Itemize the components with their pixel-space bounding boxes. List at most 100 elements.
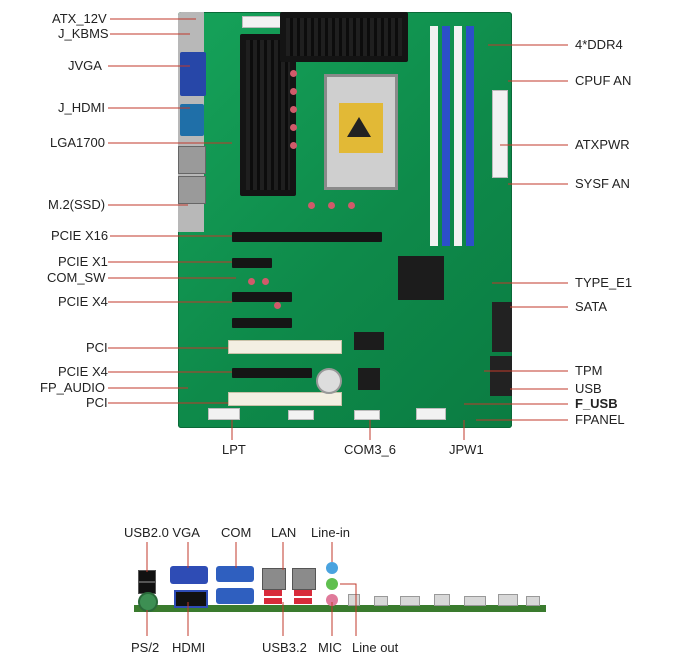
lpt-header — [208, 408, 240, 420]
board-component — [498, 594, 518, 606]
label-com: COM — [221, 525, 252, 540]
label-pcie-x1: PCIE X1 — [58, 254, 108, 269]
rear-com-port — [216, 566, 254, 582]
pcie-x4-slot-1 — [232, 292, 292, 302]
usb-header — [416, 408, 446, 420]
label-pcie-x4-top: PCIE X4 — [58, 294, 108, 309]
capacitor — [308, 202, 315, 209]
rear-com-port-2 — [216, 588, 254, 604]
vrm-heatsink-top — [280, 12, 408, 62]
warning-icon — [347, 117, 371, 137]
label-f-usb: F_USB — [575, 396, 618, 411]
label-tpm: TPM — [575, 363, 603, 378]
label-ddr4: 4*DDR4 — [575, 37, 623, 52]
label-com-sw: COM_SW — [47, 270, 106, 285]
dimm-slot-4 — [466, 26, 474, 246]
label-ps2: PS/2 — [131, 640, 160, 655]
capacitor — [274, 302, 281, 309]
board-component — [464, 596, 486, 606]
label-jpw1: JPW1 — [449, 442, 484, 457]
label-sata: SATA — [575, 299, 608, 314]
rear-usb32-port-4 — [294, 598, 312, 604]
label-usb32: USB3.2 — [262, 640, 307, 655]
capacitor — [262, 278, 269, 285]
board-component — [526, 596, 540, 606]
capacitor — [290, 106, 297, 113]
capacitor — [248, 278, 255, 285]
label-mic: MIC — [318, 640, 342, 655]
mic-jack — [326, 594, 338, 606]
dimm-slot-3 — [454, 26, 462, 246]
rear-lan-port-2 — [292, 568, 316, 590]
ic-chip — [354, 332, 384, 350]
pcie-x1-slot — [232, 258, 272, 268]
pcie-x16-slot — [232, 232, 382, 242]
label-sysf-an: SYSF AN — [575, 176, 630, 191]
cmos-battery — [316, 368, 342, 394]
board-component — [374, 596, 388, 606]
line-in-jack — [326, 562, 338, 574]
label-hdmi: HDMI — [172, 640, 206, 655]
capacitor — [290, 142, 297, 149]
pci-slot-1 — [228, 340, 342, 354]
label-atxpwr: ATXPWR — [575, 137, 630, 152]
rear-pcb-edge — [134, 605, 546, 612]
label-pcie-x16: PCIE X16 — [51, 228, 109, 243]
rear-usb32-port — [264, 590, 282, 596]
label-lga1700: LGA1700 — [50, 135, 105, 150]
capacitor — [348, 202, 355, 209]
label-pcie-x4-bottom: PCIE X4 — [58, 364, 108, 379]
label-usb: USB — [575, 381, 602, 396]
capacitor — [328, 202, 335, 209]
label-fp-audio: FP_AUDIO — [40, 380, 106, 395]
label-j-kbms: J_KBMS — [58, 26, 109, 41]
ps2-port — [138, 592, 158, 612]
dimm-slot-2 — [442, 26, 450, 246]
pcie-x4-slot-3 — [232, 368, 312, 378]
label-type-e1: TYPE_E1 — [575, 275, 633, 290]
label-atx-12v: ATX_12V — [52, 11, 107, 26]
label-line-in: Line-in — [311, 525, 351, 540]
rear-vga-port — [170, 566, 208, 584]
label-lan: LAN — [271, 525, 297, 540]
com-header — [288, 410, 314, 420]
com-header-2 — [354, 410, 380, 420]
sata-connectors — [492, 302, 512, 352]
board-component — [348, 594, 360, 606]
label-m2-ssd: M.2(SSD) — [48, 197, 106, 212]
atx-power-connector — [492, 90, 508, 178]
super-io-chip — [358, 368, 380, 390]
label-jvga: JVGA — [68, 58, 102, 73]
lan-connector — [178, 146, 206, 174]
sata-connectors-2 — [490, 356, 512, 396]
vrm-heatsink-left — [240, 34, 296, 196]
motherboard-image — [178, 12, 512, 428]
rear-lan-port — [262, 568, 286, 590]
label-pci-top: PCI — [86, 340, 108, 355]
label-line-out: Line out — [352, 640, 399, 655]
vga-connector — [180, 52, 206, 96]
label-com3-6: COM3_6 — [344, 442, 397, 457]
line-out-jack — [326, 578, 338, 590]
pcie-x4-slot-2 — [232, 318, 292, 328]
rear-usb32-port-2 — [264, 598, 282, 604]
lan-connector-2 — [178, 176, 206, 204]
pci-slot-2 — [228, 392, 342, 406]
label-usb20-vga: USB2.0 VGA — [124, 525, 200, 540]
label-j-hdmi: J_HDMI — [58, 100, 105, 115]
label-fpanel: FPANEL — [575, 412, 625, 427]
chipset-heatsink — [398, 256, 444, 300]
label-pci-bottom: PCI — [86, 395, 108, 410]
cpu-socket — [324, 74, 398, 190]
capacitor — [290, 124, 297, 131]
capacitor — [290, 70, 297, 77]
rear-usb32-port-3 — [294, 590, 312, 596]
label-lpt: LPT — [222, 442, 246, 457]
label-cpuf-an: CPUF AN — [575, 73, 632, 88]
board-component — [400, 596, 420, 606]
rear-hdmi-port — [174, 590, 208, 608]
capacitor — [290, 88, 297, 95]
board-component — [434, 594, 450, 606]
hdmi-connector — [180, 104, 204, 136]
